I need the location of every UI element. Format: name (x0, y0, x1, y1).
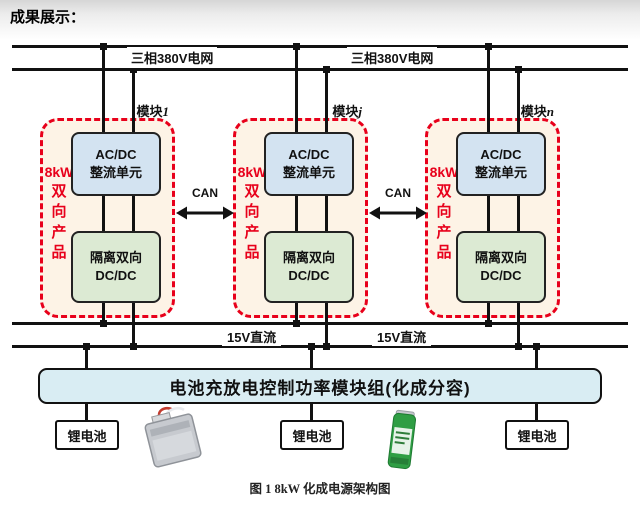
acdc-dcdc-link-line (132, 194, 135, 234)
junction-dot (293, 43, 300, 50)
controller-feed-line (85, 347, 88, 370)
module-side-label: 8kW 双向产品 (237, 164, 267, 263)
dcdc-label-line1: 隔离双向 (89, 250, 142, 266)
controller-module-box: 电池充放电控制功率模块组(化成分容) (38, 368, 602, 404)
dc-bus-drop-line (102, 300, 105, 325)
acdc-rectifier-box: AC/DC 整流单元 (71, 132, 161, 196)
grid-label-right: 三相380V电网 (347, 47, 438, 68)
junction-dot (485, 43, 492, 50)
acdc-dcdc-link-line (295, 194, 298, 234)
module-title-text: 模块 (332, 104, 359, 119)
battery-feed-line (310, 404, 313, 422)
battery-feed-line (535, 404, 538, 422)
grid-drop-line (517, 68, 520, 135)
pouch-battery-image (144, 406, 202, 468)
grid-bus-line-bottom (12, 68, 628, 71)
lithium-battery-box-1: 锂电池 (55, 420, 119, 450)
module-j-title: 模块j (332, 101, 362, 120)
module-side-label: 8kW 双向产品 (429, 164, 459, 263)
dcdc-converter-box: 隔离双向 DC/DC (264, 231, 354, 303)
module-n: 模块n 8kW 双向产品 AC/DC 整流单元 隔离双向 DC/DC (425, 43, 560, 350)
acdc-label-line2: 整流单元 (89, 165, 142, 180)
acdc-label-line1: AC/DC (95, 147, 137, 163)
section-heading: 成果展示： (10, 9, 86, 26)
can-link-1: CAN (176, 186, 234, 224)
junction-dot (308, 343, 315, 350)
bidirectional-product-label: 双向产品 (51, 183, 67, 261)
dc-bus-line-bottom (12, 345, 628, 348)
module-1: 模块1 8kW 双向产品 AC/DC 整流单元 隔离双向 DC/DC (40, 43, 175, 350)
dc-bus-drop-line (295, 300, 298, 325)
junction-dot (515, 66, 522, 73)
acdc-label-line1: AC/DC (288, 147, 330, 163)
junction-dot (83, 343, 90, 350)
module-title-var: n (546, 104, 554, 119)
grid-drop-line (487, 45, 490, 135)
junction-dot (100, 43, 107, 50)
dcdc-label-line1: 隔离双向 (474, 250, 527, 266)
bidirectional-product-label: 双向产品 (244, 183, 260, 261)
figure-caption: 图 1 8kW 化成电源架构图 (249, 482, 391, 496)
acdc-dcdc-link-line (325, 194, 328, 234)
acdc-rectifier-box: AC/DC 整流单元 (456, 132, 546, 196)
dcdc-label-line2: DC/DC (288, 268, 330, 283)
dcdc-label-line1: 隔离双向 (282, 250, 335, 266)
can-double-arrow-icon (369, 206, 427, 220)
module-title-var: 1 (162, 104, 170, 119)
acdc-label-line2: 整流单元 (282, 165, 335, 180)
module-n-title: 模块n (521, 101, 554, 120)
controller-feed-line (535, 347, 538, 370)
module-title-text: 模块 (136, 104, 163, 119)
module-title-text: 模块 (520, 104, 547, 119)
power-rating-label: 8kW (429, 164, 459, 180)
can-double-arrow-icon (176, 206, 234, 220)
grid-bus-line-top (12, 45, 628, 48)
controller-feed-line (310, 347, 313, 370)
dcdc-label-line2: DC/DC (95, 268, 137, 283)
module-j: 模块j 8kW 双向产品 AC/DC 整流单元 隔离双向 DC/DC (233, 43, 368, 350)
battery-feed-line (85, 404, 88, 422)
module-1-title: 模块1 (136, 101, 169, 120)
module-side-label: 8kW 双向产品 (44, 164, 74, 263)
grid-drop-line (295, 45, 298, 135)
power-rating-label: 8kW (237, 164, 267, 180)
can-link-2: CAN (369, 186, 427, 224)
acdc-label-line1: AC/DC (480, 147, 522, 163)
acdc-dcdc-link-line (102, 194, 105, 234)
grid-drop-line (325, 68, 328, 135)
grid-label-left: 三相380V电网 (127, 47, 218, 68)
acdc-dcdc-link-line (487, 194, 490, 234)
acdc-rectifier-box: AC/DC 整流单元 (264, 132, 354, 196)
can-label: CAN (385, 186, 411, 200)
grid-drop-line (132, 68, 135, 135)
cylindrical-battery-image (387, 409, 417, 470)
acdc-label-line2: 整流单元 (474, 165, 527, 180)
dcdc-converter-box: 隔离双向 DC/DC (456, 231, 546, 303)
junction-dot (130, 66, 137, 73)
lithium-battery-box-2: 锂电池 (280, 420, 344, 450)
dcdc-converter-box: 隔离双向 DC/DC (71, 231, 161, 303)
grid-drop-line (102, 45, 105, 135)
junction-dot (323, 66, 330, 73)
bidirectional-product-label: 双向产品 (436, 183, 452, 261)
power-rating-label: 8kW (44, 164, 74, 180)
dcdc-label-line2: DC/DC (480, 268, 522, 283)
junction-dot (533, 343, 540, 350)
acdc-dcdc-link-line (517, 194, 520, 234)
dc-bus-label-left: 15V直流 (222, 327, 282, 346)
lithium-battery-box-3: 锂电池 (505, 420, 569, 450)
dc-bus-line-top (12, 322, 628, 325)
module-title-var: j (358, 104, 362, 119)
can-label: CAN (192, 186, 218, 200)
dc-bus-label-right: 15V直流 (372, 327, 432, 346)
dc-bus-drop-line (487, 300, 490, 325)
